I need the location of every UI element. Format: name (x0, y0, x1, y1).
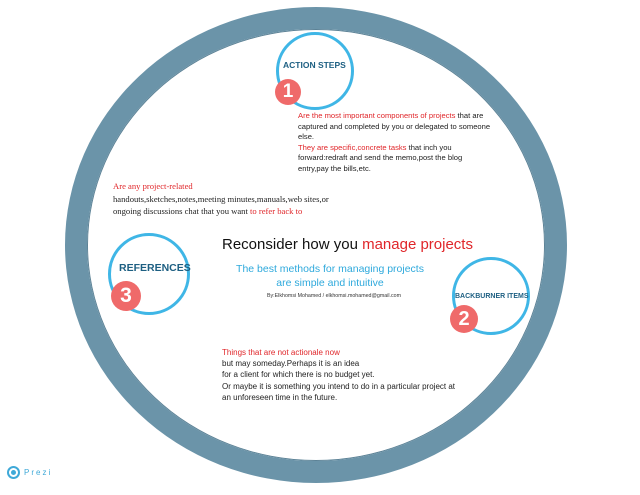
backburner-circle (452, 257, 530, 335)
backburner-description: Things that are not actionale now but ma… (222, 348, 456, 402)
action-steps-title: ACTION STEPS (283, 60, 346, 70)
action-steps-number-badge: 1 (275, 79, 301, 105)
prezi-label: Prezi (24, 468, 53, 477)
action-steps-circle (276, 32, 354, 110)
references-number-badge: 3 (111, 281, 141, 311)
prezi-brand[interactable]: Prezi (7, 466, 52, 479)
main-title: Reconsider how you manage projects (222, 236, 473, 253)
backburner-number-badge: 2 (450, 305, 478, 333)
subtitle: The best methods for managing projects a… (236, 263, 424, 289)
backburner-title: BACKBURNER ITEMS (455, 293, 529, 300)
references-description: Are any project-related handouts,sketche… (113, 181, 329, 217)
prezi-logo-icon (7, 466, 20, 479)
author-line: By:Elkhomsi Mohamed / elkhomsi.mohamed@g… (267, 293, 402, 299)
action-steps-description: Are the most important components of pro… (298, 111, 491, 173)
references-title: REFERENCES (119, 262, 191, 274)
